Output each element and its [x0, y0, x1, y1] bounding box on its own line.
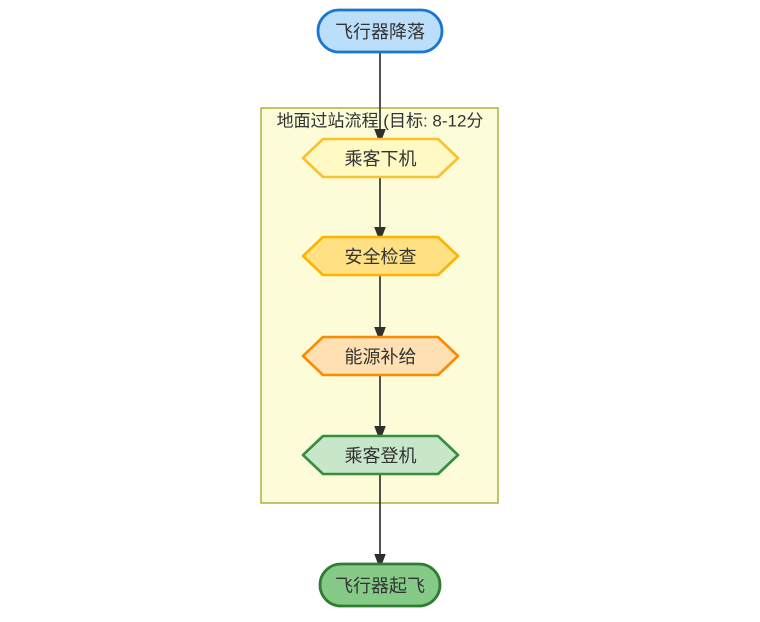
node-board-shape: [301, 434, 460, 476]
node-end-label: 飞行器起飞: [335, 576, 425, 596]
edge-board-to-end: [374, 474, 386, 564]
arrowhead: [374, 129, 386, 139]
edge-deboard-to-security: [374, 177, 386, 237]
node-energy-shape: [301, 335, 460, 377]
node-deboard-shape: [301, 137, 460, 179]
node-end: 飞行器起飞: [318, 562, 442, 608]
node-start-label: 飞行器降落: [335, 22, 425, 42]
node-board-label: 乘客登机: [345, 446, 417, 466]
node-energy-label: 能源补给: [345, 347, 417, 367]
edge-security-to-energy: [374, 275, 386, 337]
node-deboard-label: 乘客下机: [345, 149, 417, 169]
arrowhead: [374, 554, 386, 564]
node-board: 乘客登机: [301, 434, 460, 476]
node-energy: 能源补给: [301, 335, 460, 377]
arrowhead: [374, 327, 386, 337]
node-deboard: 乘客下机: [301, 137, 460, 179]
node-security: 安全检查: [301, 235, 460, 277]
node-start: 飞行器降落: [316, 8, 444, 54]
arrowhead: [374, 227, 386, 237]
node-end-shape: [318, 562, 442, 608]
node-security-label: 安全检查: [345, 247, 417, 267]
arrowhead: [374, 426, 386, 436]
node-security-shape: [301, 235, 460, 277]
edge-energy-to-board: [374, 375, 386, 436]
edge-start-to-deboard: [374, 52, 386, 139]
node-start-shape: [316, 8, 444, 54]
